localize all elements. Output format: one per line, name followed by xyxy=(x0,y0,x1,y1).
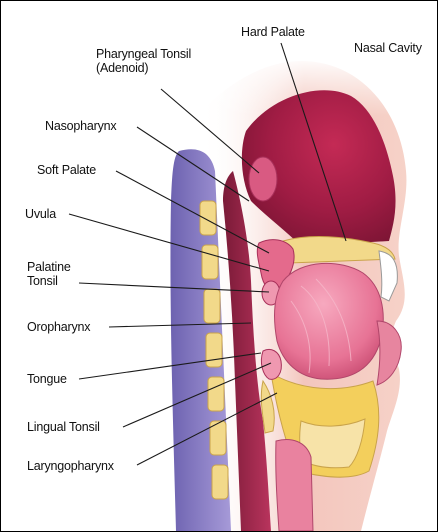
label-nasopharynx: Nasopharynx xyxy=(45,119,116,133)
label-tongue: Tongue xyxy=(27,372,67,386)
label-laryngopharynx: Laryngopharynx xyxy=(27,459,114,473)
adenoid-shape xyxy=(249,157,277,201)
label-lingual-tonsil: Lingual Tonsil xyxy=(27,420,100,434)
label-palatine-tonsil: Palatine Tonsil xyxy=(27,260,71,288)
label-nasal-cavity: Nasal Cavity xyxy=(354,41,422,55)
label-palatine-tonsil-line2: Tonsil xyxy=(27,274,71,288)
label-pharyngeal-tonsil-line2: (Adenoid) xyxy=(96,61,191,75)
label-hard-palate: Hard Palate xyxy=(241,25,305,39)
label-palatine-tonsil-line1: Palatine xyxy=(27,260,71,274)
larynx xyxy=(276,440,313,531)
label-soft-palate: Soft Palate xyxy=(37,163,96,177)
label-uvula: Uvula xyxy=(25,207,56,221)
label-pharyngeal-tonsil-line1: Pharyngeal Tonsil xyxy=(96,47,191,61)
label-pharyngeal-tonsil: Pharyngeal Tonsil (Adenoid) xyxy=(96,47,191,75)
label-oropharynx: Oropharynx xyxy=(27,320,90,334)
